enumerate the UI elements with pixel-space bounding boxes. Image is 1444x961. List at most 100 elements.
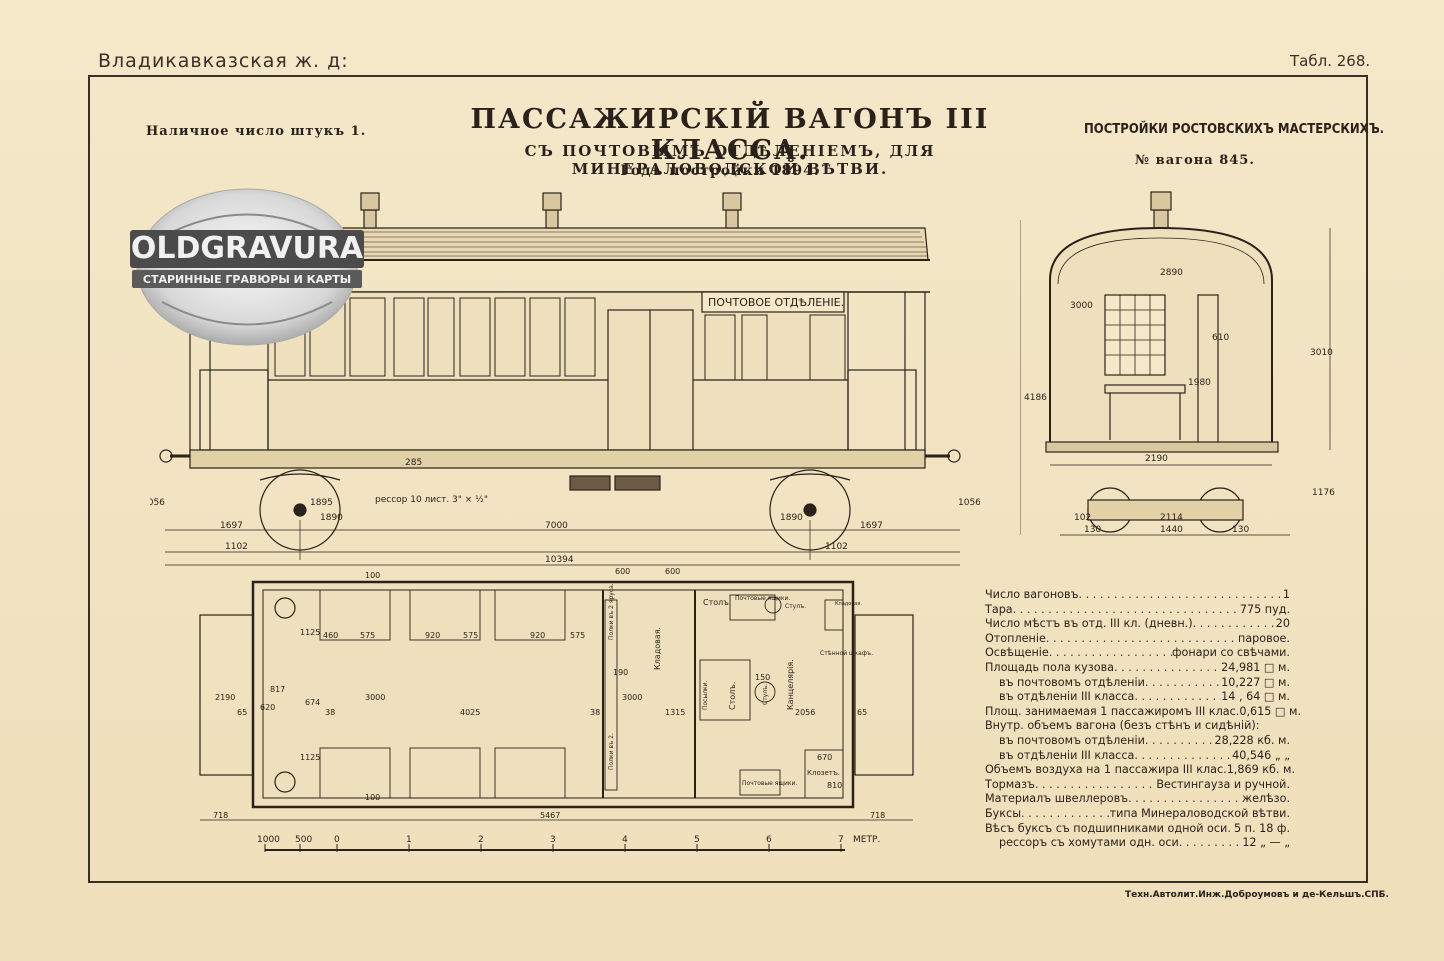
- plan-dim-65-left: 65: [237, 708, 247, 717]
- dim-1890-left: 1890: [320, 513, 343, 523]
- spec-label: въ почтовомъ отдѣленіи: [999, 733, 1145, 747]
- plan-dim-65-right: 65: [857, 708, 867, 717]
- spec-value: 40,546 „ „: [1232, 748, 1290, 762]
- table-number: Табл. 268.: [1290, 52, 1371, 70]
- plan-dim-600-a: 600: [615, 567, 630, 576]
- spec-label: въ отдѣленіи III класса: [999, 748, 1135, 762]
- scale-label-5: 5: [694, 835, 700, 845]
- end-dim-610: 610: [1212, 333, 1229, 343]
- plan-label-postboxes-2: Почтовые ящики.: [742, 780, 797, 787]
- spec-row: Площадь пола кузова 24,981 □ м.: [985, 661, 1290, 676]
- plan-dim-38-right: 38: [590, 708, 600, 717]
- spec-row: Тормазъ Вестингауза и ручной.: [985, 778, 1290, 793]
- dim-285: 285: [405, 458, 422, 468]
- spec-value: 775 пуд.: [1239, 602, 1290, 616]
- plan-dim-4025: 4025: [460, 708, 480, 717]
- spec-leader-dots: [1134, 749, 1232, 764]
- plan-label-storeroom-2: Кладовая.: [835, 601, 862, 607]
- spec-leader-dots: [1114, 661, 1221, 676]
- scale-label-7: 7: [838, 835, 844, 845]
- dim-7000: 7000: [545, 521, 568, 531]
- dim-1056-left: 1056: [150, 498, 165, 508]
- spec-row: Освѣщеніефонари со свѣчами.: [985, 646, 1290, 661]
- plan-dim-150: 150: [755, 673, 770, 682]
- builder-label: ПОСТРОЙКИ РОСТОВСКИХЪ МАСТЕРСКИХЪ.: [1084, 122, 1385, 137]
- end-dim-1980: 1980: [1188, 378, 1211, 388]
- side-post-sign: ПОЧТОВОЕ ОТДѢЛЕНIЕ.: [708, 296, 844, 309]
- end-dim-2890: 2890: [1160, 268, 1183, 278]
- plan-dim-190: 190: [613, 668, 628, 677]
- spec-label: Материалъ швеллеровъ: [985, 792, 1129, 806]
- spec-row: Материалъ швеллеровъжелѣзо.: [985, 792, 1290, 807]
- plan-dim-920-a: 920: [425, 631, 440, 640]
- spec-label: Тара: [985, 602, 1013, 616]
- spec-table: Число вагоновъ1Тара775 пуд.Число мѣстъ в…: [985, 588, 1301, 851]
- plan-dim-38-left: 38: [325, 708, 335, 717]
- drawing-title: ПАССАЖИРСКIЙ ВАГОНЪ III КЛАССА.: [470, 104, 990, 166]
- car-number: № вагона 845.: [1135, 153, 1255, 168]
- spec-row: въ почтовомъ отдѣленіи 10,227 □ м.: [985, 676, 1290, 691]
- plan-dim-920-b: 920: [530, 631, 545, 640]
- plan-dim-1315: 1315: [665, 708, 685, 717]
- end-dim-4186: 4186: [1024, 393, 1047, 403]
- spec-row: Число вагоновъ1: [985, 588, 1290, 603]
- spec-value: 0,615 □ м.: [1239, 704, 1302, 718]
- plan-dim-670: 670: [817, 753, 832, 762]
- plan-label-chair: Стулъ.: [785, 603, 806, 610]
- spec-value: 10,227 □ м.: [1221, 675, 1290, 689]
- plan-label-wall-cabinet: Стѣнной шкафъ.: [820, 650, 873, 657]
- spec-label: Площадь пола кузова: [985, 660, 1115, 674]
- railway-name: Владикавказская ж. д:: [98, 50, 349, 72]
- plan-view: 100 600 600 1125 1125 460 575 920 575 92…: [199, 567, 914, 821]
- plan-label-parcels: Посылки.: [702, 680, 709, 710]
- plan-dim-600-b: 600: [665, 567, 680, 576]
- plan-label-table-2: Столъ.: [728, 682, 737, 710]
- spec-label: Отопленіе: [985, 631, 1046, 645]
- plan-dim-2056: 2056: [795, 708, 815, 717]
- plan-dim-100-bottom: 100: [365, 793, 380, 802]
- plan-dim-1125-bottom: 1125: [300, 753, 320, 762]
- plan-dim-5467: 5467: [540, 811, 560, 820]
- spec-label: Освѣщеніе: [985, 646, 1049, 660]
- spec-row: въ отдѣленіи III класса 40,546 „ „: [985, 749, 1290, 764]
- spec-value: Вестингауза и ручной.: [1156, 777, 1290, 791]
- plan-dim-3000-left: 3000: [365, 693, 385, 702]
- spec-value: 24,981 □ м.: [1221, 660, 1290, 674]
- scale-unit: МЕТР.: [853, 835, 880, 845]
- spec-label: Тормазъ: [985, 777, 1035, 791]
- spec-leader-dots: [1078, 588, 1282, 603]
- spec-value: 12 „ — „: [1242, 836, 1290, 850]
- spec-leader-dots: [1134, 690, 1221, 705]
- end-dim-102: 102: [1074, 513, 1091, 523]
- end-dim-3010: 3010: [1310, 348, 1333, 358]
- printer-credit: Техн.Автолит.Инж.Доброумовъ и де-Кельшъ.…: [1125, 890, 1389, 900]
- end-dim-130-right: 130: [1232, 525, 1249, 535]
- spec-label: въ почтовомъ отдѣленіи: [999, 675, 1145, 689]
- spec-label: Объемъ воздуха на 1 пассажира III клас.: [985, 763, 1227, 777]
- plan-dim-3000-right: 3000: [622, 693, 642, 702]
- plan-dim-1125-top: 1125: [300, 628, 320, 637]
- spec-label: въ отдѣленіи III класса: [999, 690, 1135, 704]
- spec-row: Внутр. объемъ вагона (безъ стѣнъ и сидѣн…: [985, 719, 1290, 734]
- end-dim-1176: 1176: [1312, 488, 1335, 498]
- scale-label-1: 1: [406, 835, 412, 845]
- spec-label: Площ. занимаемая 1 пассажиромъ III клас.: [985, 704, 1240, 718]
- scale-bar: 1000 500 0 1 2 3 4 5 6 7 МЕТР.: [257, 835, 880, 852]
- spec-row: Тара 775 пуд.: [985, 603, 1290, 618]
- dim-1102-right: 1102: [825, 542, 848, 552]
- dim-1056-right: 1056: [958, 498, 980, 508]
- spec-row: Площ. занимаемая 1 пассажиромъ III клас.…: [985, 704, 1301, 720]
- dim-1697-left: 1697: [220, 521, 243, 531]
- spec-row: въ почтовомъ отдѣленіи28,228 кб. м.: [985, 734, 1290, 749]
- spec-row: Отопленіе паровое.: [985, 632, 1290, 647]
- plan-dim-2190: 2190: [215, 693, 235, 702]
- watermark-logo: OLDGRAVURA СТАРИННЫЕ ГРАВЮРЫ И КАРТЫ: [130, 188, 364, 346]
- spec-value: 14 , 64 □ м.: [1221, 690, 1290, 704]
- end-dim-1440: 1440: [1160, 525, 1183, 535]
- dim-1890-right: 1890: [780, 513, 803, 523]
- spec-value: паровое.: [1238, 631, 1290, 645]
- plan-label-office: Канцелярія.: [786, 659, 795, 710]
- plan-dim-810: 810: [827, 781, 842, 790]
- end-dim-2114: 2114: [1160, 513, 1183, 523]
- plan-dim-100-top: 100: [365, 571, 380, 580]
